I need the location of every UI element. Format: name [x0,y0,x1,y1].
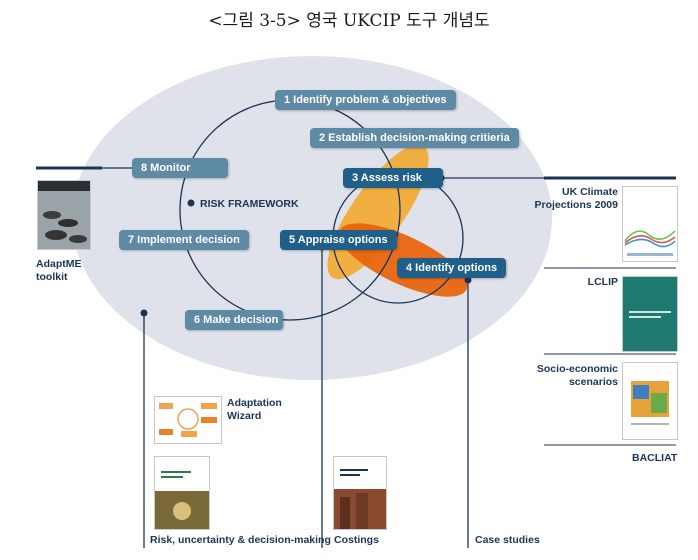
step-assess-risk: 3 Assess risk [343,168,443,188]
risk-uncertainty-cover [154,456,210,530]
step-identify-problem: 1 Identify problem & objectives [275,90,456,110]
socio-cover [622,362,678,440]
label-wizard: Adaptation Wizard [227,397,282,422]
dot-framework [187,199,195,207]
step-establish-criteria: 2 Establish decision-making critieria [310,128,519,148]
label-adaptme: AdaptME toolkit [36,258,82,283]
framework-label: RISK FRAMEWORK [200,198,299,210]
step-appraise-options: 5 Appraise options [280,230,397,250]
costings-cover [333,456,387,530]
label-costings: Costings [334,534,379,546]
wizard-cover-art [155,397,221,443]
wizard-cover [154,396,222,444]
adaptme-cover-art [38,181,90,249]
dot-case-studies [464,276,472,284]
label-socio: Socio-economic scenarios [536,363,618,388]
step-identify-options: 4 Identify options [397,258,507,278]
label-lclip: LCLIP [587,276,618,288]
adaptme-cover [37,180,91,250]
socio-cover-art [623,363,677,439]
step-monitor: 8 Monitor [132,158,228,178]
lclip-cover-art [623,277,677,351]
risk-uncertainty-cover-art [155,457,209,529]
step-implement-decision: 7 Implement decision [119,230,249,250]
step-make-decision: 6 Make decision [185,310,283,330]
ukcp-cover-art [623,187,677,261]
figure-caption: <그림 3-5> 영국 UKCIP 도구 개념도 [208,11,490,31]
label-risk-uncertainty: Risk, uncertainty & decision-making [150,534,331,546]
costings-cover-art [334,457,386,529]
label-bacliat: BACLIAT [632,452,678,464]
label-ukcp: UK Climate Projections 2009 [534,186,618,211]
ukcp-cover [622,186,678,262]
lclip-cover [622,276,678,352]
dot-risk-uncertainty [140,309,148,317]
label-case-studies: Case studies [475,534,540,546]
